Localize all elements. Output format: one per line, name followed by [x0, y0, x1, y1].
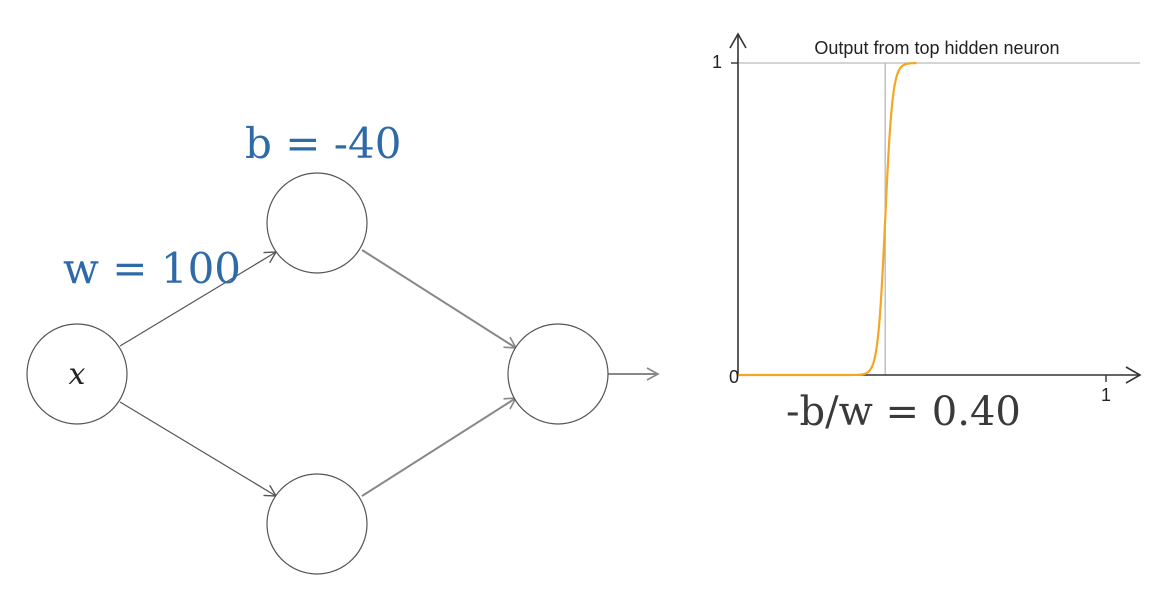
step-label: -b/w = 0.40	[786, 389, 1021, 435]
input-node-label: x	[69, 357, 86, 392]
sigmoid-chart: Output from top hidden neuron 1 0 1 -b/w…	[712, 32, 1142, 435]
y-tick-label-1: 1	[712, 52, 722, 72]
weight-label: w = 100	[63, 244, 241, 293]
input-node	[26, 323, 128, 425]
bias-label: b = -40	[245, 119, 401, 168]
top-hidden-node	[266, 172, 368, 274]
edge-top-to-output	[361, 249, 518, 349]
chart-title: Output from top hidden neuron	[814, 38, 1059, 58]
sigmoid-curve	[738, 61, 917, 377]
bottom-hidden-node	[266, 473, 368, 575]
x-tick-label-1: 1	[1101, 385, 1111, 405]
edge-bottom-to-output	[361, 397, 518, 497]
output-node	[507, 323, 609, 425]
y-tick-label-0: 0	[729, 367, 739, 387]
edge-input-to-bottom	[119, 401, 278, 497]
edge-input-to-top	[119, 251, 278, 347]
